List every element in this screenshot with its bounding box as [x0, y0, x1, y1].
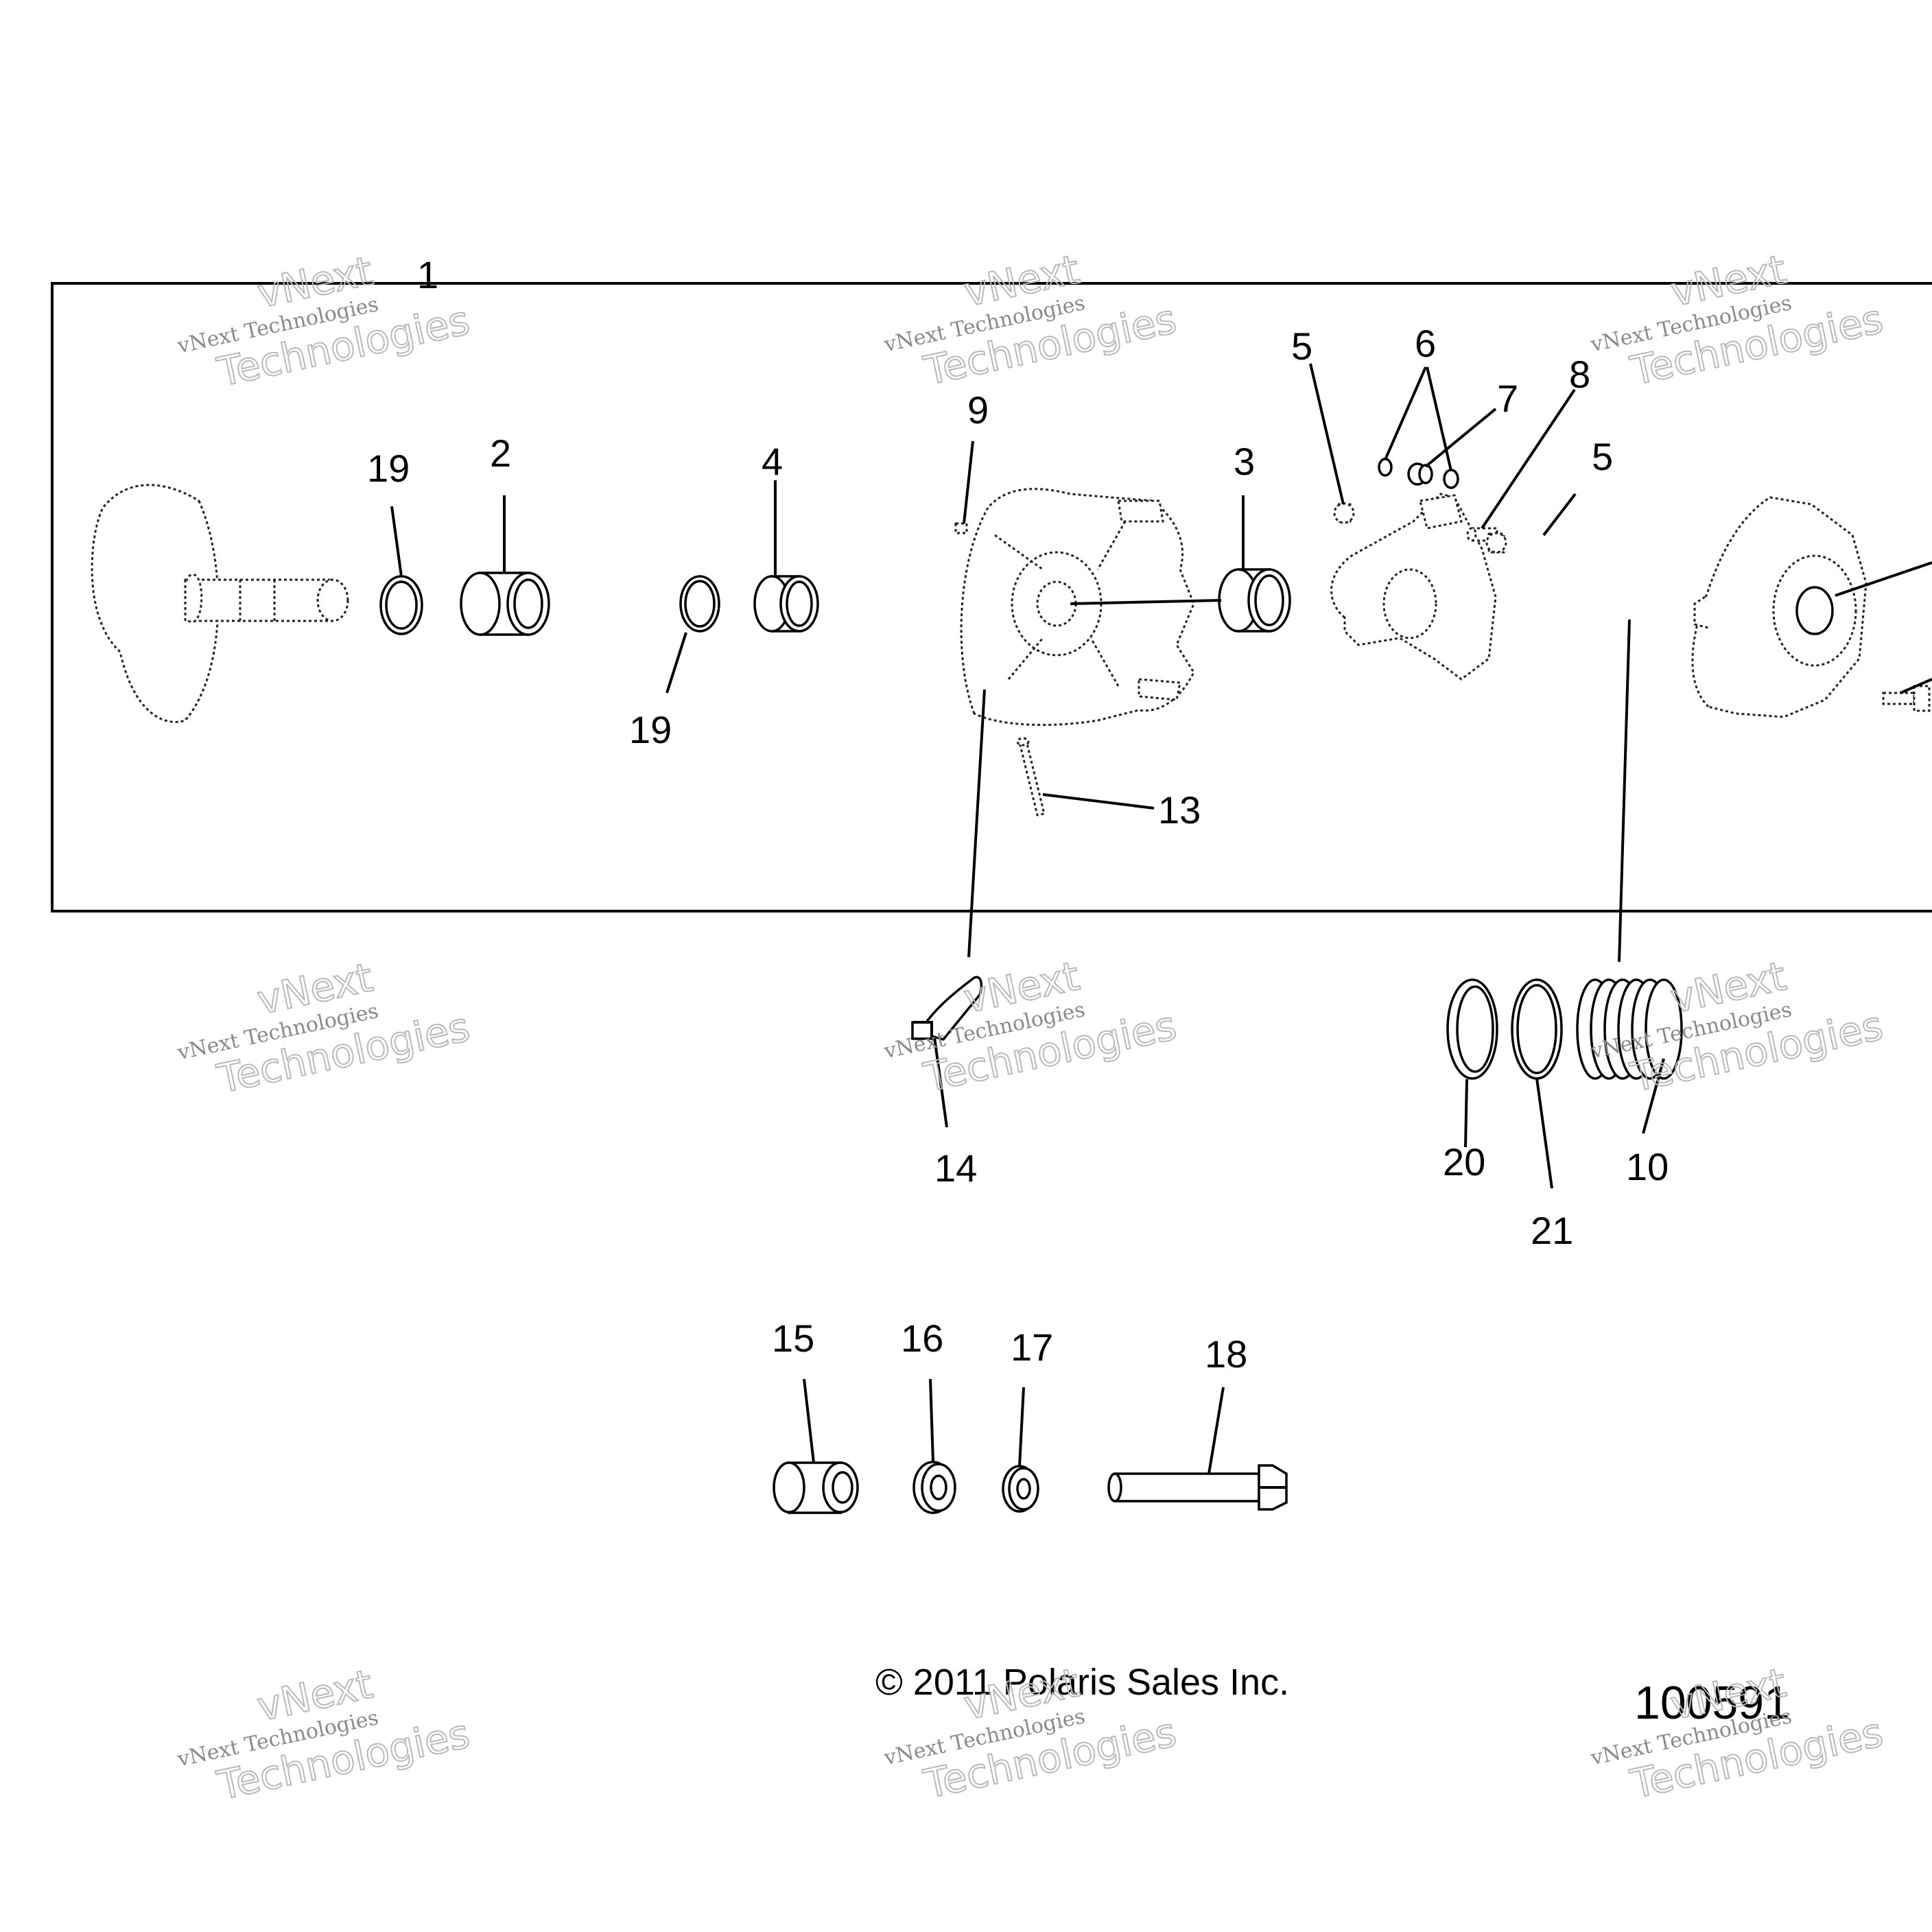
- callout-18: 18: [1205, 1332, 1247, 1376]
- washer-part-16: [912, 1461, 956, 1514]
- callout-8: 8: [1569, 353, 1590, 396]
- spacer-part-15: [773, 1461, 859, 1514]
- ring-part-21-inner: [1516, 984, 1557, 1074]
- bushing-part-4: [753, 575, 819, 633]
- plug-part-5a: [1333, 502, 1355, 524]
- ring-part-19b-inner: [684, 580, 716, 628]
- callout-6: 6: [1415, 322, 1436, 365]
- callout-2: 2: [490, 432, 511, 475]
- ring-part-19a-inner: [385, 580, 418, 630]
- callout-17: 17: [1011, 1326, 1053, 1369]
- watermark: vNext vNext Technologies Technologies: [882, 245, 1181, 394]
- callout-19-lower: 19: [629, 708, 672, 751]
- o-ring-part-6b: [1443, 469, 1459, 489]
- callout-14: 14: [934, 1146, 977, 1190]
- pin-part-13: [1016, 737, 1046, 816]
- pin-part-8: [1466, 527, 1498, 542]
- callout-20: 20: [1443, 1140, 1485, 1183]
- callout-1: 1: [417, 253, 438, 296]
- plug-part-5b: [1485, 532, 1507, 554]
- watermark: vNext vNext Technologies Technologies: [1588, 1658, 1887, 1808]
- watermark: vNext vNext Technologies Technologies: [175, 953, 474, 1103]
- leader-lines: [390, 363, 1932, 1474]
- callout-10: 10: [1626, 1145, 1669, 1188]
- bolt-part-18: [1107, 1464, 1288, 1511]
- callout-21: 21: [1531, 1209, 1573, 1252]
- callout-16: 16: [901, 1317, 943, 1360]
- sheave-housing-part: [960, 488, 1195, 727]
- callout-7: 7: [1497, 377, 1518, 420]
- set-screw-part-9: [954, 522, 968, 534]
- weight-part-14: [911, 976, 983, 1041]
- callout-5-right: 5: [1592, 435, 1613, 478]
- figure-number: 100591: [1634, 1677, 1790, 1729]
- washer-part-17: [1002, 1465, 1039, 1513]
- watermark: vNext vNext Technologies Technologies: [1588, 245, 1887, 394]
- callout-19-upper: 19: [367, 447, 410, 490]
- spider-part: [1330, 493, 1497, 681]
- watermark: vNext vNext Technologies Technologies: [175, 1660, 474, 1809]
- callout-9: 9: [967, 388, 989, 432]
- bolt-small-part: [1882, 685, 1931, 712]
- bushing-part-3: [1218, 568, 1291, 633]
- bushing-part-2: [460, 572, 550, 636]
- callout-3: 3: [1234, 440, 1255, 483]
- callout-4: 4: [762, 440, 783, 483]
- o-ring-part-6a: [1378, 458, 1393, 477]
- spring-part-10: [1576, 978, 1683, 1080]
- copyright-notice: © 2011 Polaris Sales Inc.: [875, 1662, 1289, 1703]
- o-ring-part-7-inner: [1418, 464, 1433, 484]
- cover-plate-part: [1691, 496, 1868, 718]
- ring-part-20: [1446, 978, 1498, 1080]
- movable-sheave-part: [91, 484, 349, 723]
- callout-13: 13: [1158, 788, 1201, 832]
- callout-5-left: 5: [1291, 325, 1312, 368]
- callout-15: 15: [772, 1317, 814, 1360]
